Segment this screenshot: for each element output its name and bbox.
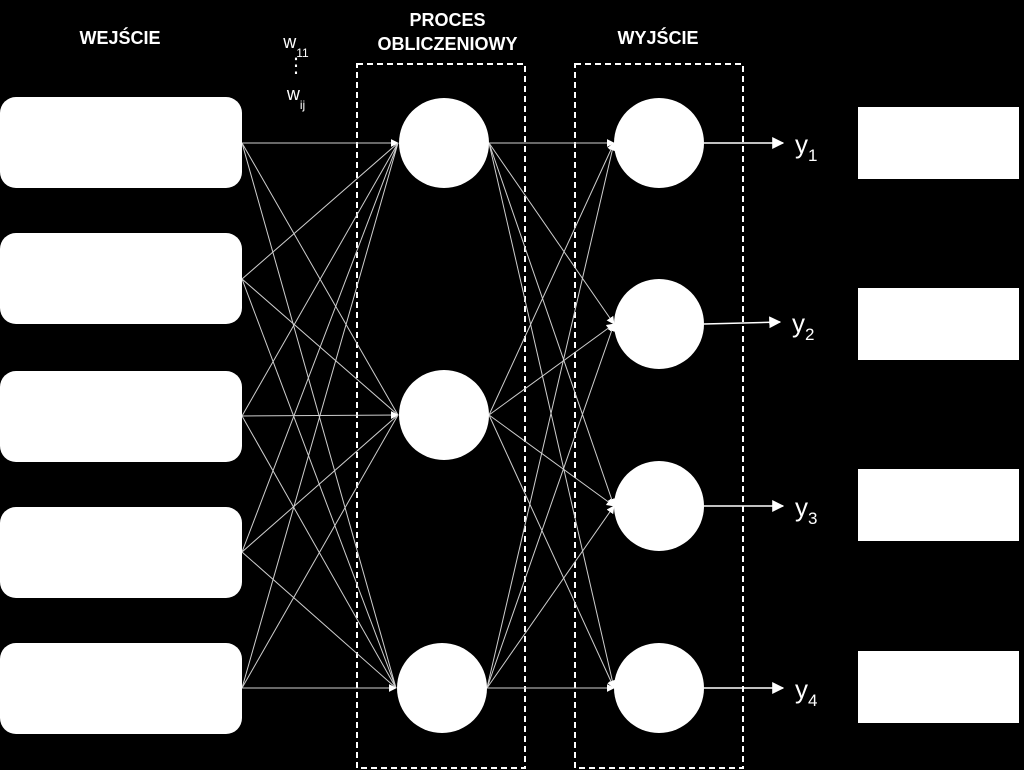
hidden-neuron-1	[399, 98, 489, 188]
input-layer-title: WEJŚCIE	[79, 28, 161, 48]
connection-input-4-hidden-2	[241, 414, 399, 553]
connection-input-4-hidden-1	[241, 142, 399, 553]
output-label-2: y2	[792, 308, 815, 344]
connection-input-2-hidden-3	[241, 278, 397, 689]
output-label-1: y1	[795, 129, 818, 165]
hidden-layer-title: PROCES OBLICZENIOWY	[340, 8, 555, 56]
output-neuron-2	[614, 279, 704, 369]
weight-first-label: w11	[283, 32, 309, 60]
output-neuron-1	[614, 98, 704, 188]
connection-input-4-hidden-3	[241, 551, 397, 689]
connection-input-3-hidden-1	[241, 142, 399, 417]
input-box-5	[0, 643, 242, 734]
weight-ellipsis: ⋮	[286, 55, 306, 77]
input-box-3	[0, 371, 242, 462]
result-box-3	[858, 469, 1019, 541]
output-layer-title: WYJŚCIE	[617, 28, 699, 48]
result-box-4	[858, 651, 1019, 723]
connection-hidden-2-output-3	[488, 414, 615, 507]
connection-hidden-1-output-4	[488, 142, 617, 689]
connection-hidden-3-output-3	[486, 505, 615, 689]
connection-hidden-2-output-2	[488, 323, 615, 416]
connection-hidden-1-output-2	[488, 142, 615, 325]
output-neuron-4	[614, 643, 704, 733]
hidden-neuron-2	[399, 370, 489, 460]
hidden-layer-box	[356, 63, 526, 769]
hidden-neuron-3	[397, 643, 487, 733]
weight-last-label: wij	[286, 84, 306, 112]
connection-input-5-hidden-2	[241, 414, 399, 689]
connection-hidden-3-output-2	[486, 323, 616, 689]
connection-hidden-3-output-1	[486, 142, 617, 689]
hidden-title-line-2: OBLICZENIOWY	[377, 34, 518, 54]
output-neuron-3	[614, 461, 704, 551]
connection-hidden-1-output-3	[488, 142, 616, 507]
result-box-1	[858, 107, 1019, 179]
output-arrow-2	[703, 316, 782, 329]
result-box-2	[858, 288, 1019, 360]
connections	[241, 139, 617, 692]
connection-input-5-hidden-1	[241, 142, 399, 689]
hidden-title-line-1: PROCES	[409, 10, 486, 30]
input-box-2	[0, 233, 242, 324]
output-label-3: y3	[795, 492, 818, 528]
output-layer-box	[574, 63, 744, 769]
connection-input-2-hidden-1	[241, 142, 399, 280]
input-box-1	[0, 97, 242, 188]
input-box-4	[0, 507, 242, 598]
connection-hidden-2-output-1	[488, 142, 615, 416]
connection-input-3-hidden-3	[241, 415, 397, 689]
connection-hidden-2-output-4	[488, 414, 615, 689]
output-label-4: y4	[795, 674, 818, 710]
